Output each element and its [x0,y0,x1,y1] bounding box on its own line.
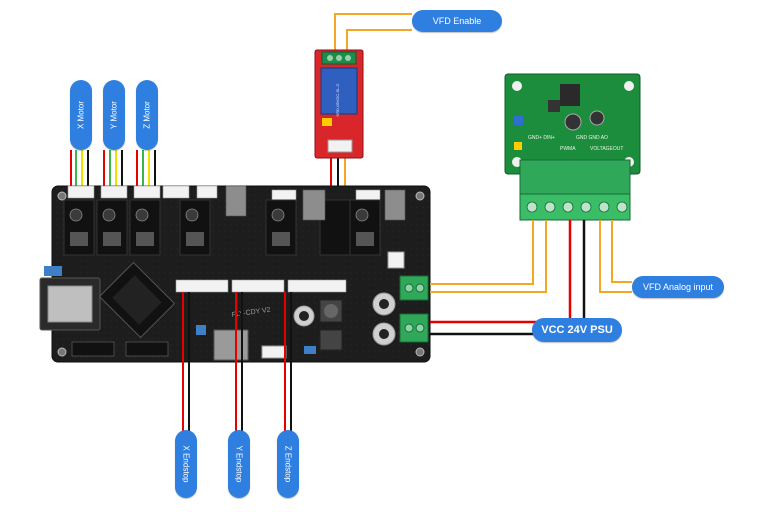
flycdy-v2-board: FLY-CDY V2 [39,185,431,363]
y-motor-wire-bundle [103,150,123,188]
blue-jumper [196,325,206,335]
power-wires [430,220,586,336]
converter-power-text: PWMA [560,146,576,152]
y-motor-label: Y Motor [103,80,125,150]
vfd-enable-wires [334,13,412,52]
stepper-driver-sockets [63,199,381,256]
z-motor-wire-bundle [136,150,156,188]
endstop-wires [182,292,292,432]
pwm-to-voltage-module: PWMA VOLTAGEOUT GND GND AO GND+ DIN+ [504,73,641,221]
vfd-analog-input-label: VFD Analog input [632,276,724,298]
header-shrouds [225,185,406,221]
power-components [293,292,396,351]
converter-out-text: VOLTAGEOUT [590,146,623,152]
relay-body [320,67,358,115]
x-endstop-label-text: X Endstop [181,445,191,483]
mcu-chip [98,261,176,339]
x-endstop-label: X Endstop [175,430,197,498]
z-endstop-label: Z Endstop [277,430,299,498]
z-motor-label-text: Z Motor [142,101,152,129]
trimmer [44,266,62,276]
motor-wires [70,150,156,188]
converter-pins-text: GND GND AO [576,135,608,141]
bottom-headers [71,341,169,357]
z-endstop-label-text: Z Endstop [283,445,293,483]
vcc-psu-label-text: VCC 24V PSU [541,324,613,336]
x-motor-wire-bundle [70,150,89,188]
relay-model-text: SRD-05VDC-SL-C [335,83,340,116]
y-endstop-label-text: Y Endstop [234,445,244,483]
endstop-connectors [175,279,347,293]
motor-connectors [67,185,381,203]
vfd-enable-label: VFD Enable [412,10,502,32]
power-terminals [399,275,429,343]
x-motor-label: X Motor [70,80,92,150]
signal-wires [430,220,632,293]
relay-module: SRD-05VDC-SL-C [314,49,364,159]
converter-in-text: GND+ DIN+ [528,135,555,141]
x-motor-label-text: X Motor [76,100,86,130]
z-motor-label: Z Motor [136,80,158,150]
y-motor-label-text: Y Motor [109,101,119,129]
vcc-psu-label: VCC 24V PSU [532,318,622,342]
y-endstop-label: Y Endstop [228,430,250,498]
vfd-analog-input-label-text: VFD Analog input [642,282,714,292]
vfd-enable-label-text: VFD Enable [432,16,482,26]
